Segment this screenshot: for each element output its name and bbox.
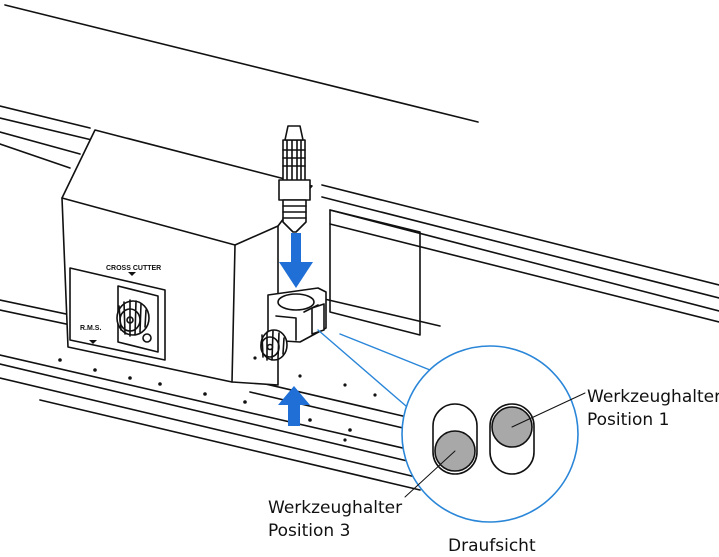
label-position-3-line2: Position 3 — [268, 521, 351, 541]
cross-cutter-knob — [116, 299, 152, 343]
arrow-up-icon — [278, 386, 310, 426]
cross-cutter-label: CROSS CUTTER — [106, 265, 161, 272]
tool-holder-knob — [260, 329, 288, 361]
arrow-down-icon — [279, 233, 313, 288]
holder-position-3 — [432, 403, 478, 475]
leader-position-3 — [404, 450, 456, 498]
rms-label: R.M.S. — [80, 325, 101, 332]
top-rail-line — [4, 4, 479, 123]
label-top-view: Draufsicht — [448, 536, 536, 556]
label-position-1-line1: Werkzeughalter — [587, 387, 719, 407]
tool-pen — [278, 125, 311, 233]
back-rail — [0, 105, 93, 169]
tool-holder-clamp — [267, 287, 327, 343]
label-position-3-line1: Werkzeughalter — [268, 498, 403, 518]
front-platen — [0, 354, 421, 491]
platen-holes — [58, 356, 377, 442]
magnifier-line-bottom — [317, 329, 407, 407]
label-position-1-line2: Position 1 — [587, 410, 670, 430]
holder-position-1 — [489, 403, 535, 475]
leader-position-1 — [511, 392, 586, 428]
rail-bracket — [329, 209, 421, 336]
magnifier-line-top — [339, 333, 441, 375]
